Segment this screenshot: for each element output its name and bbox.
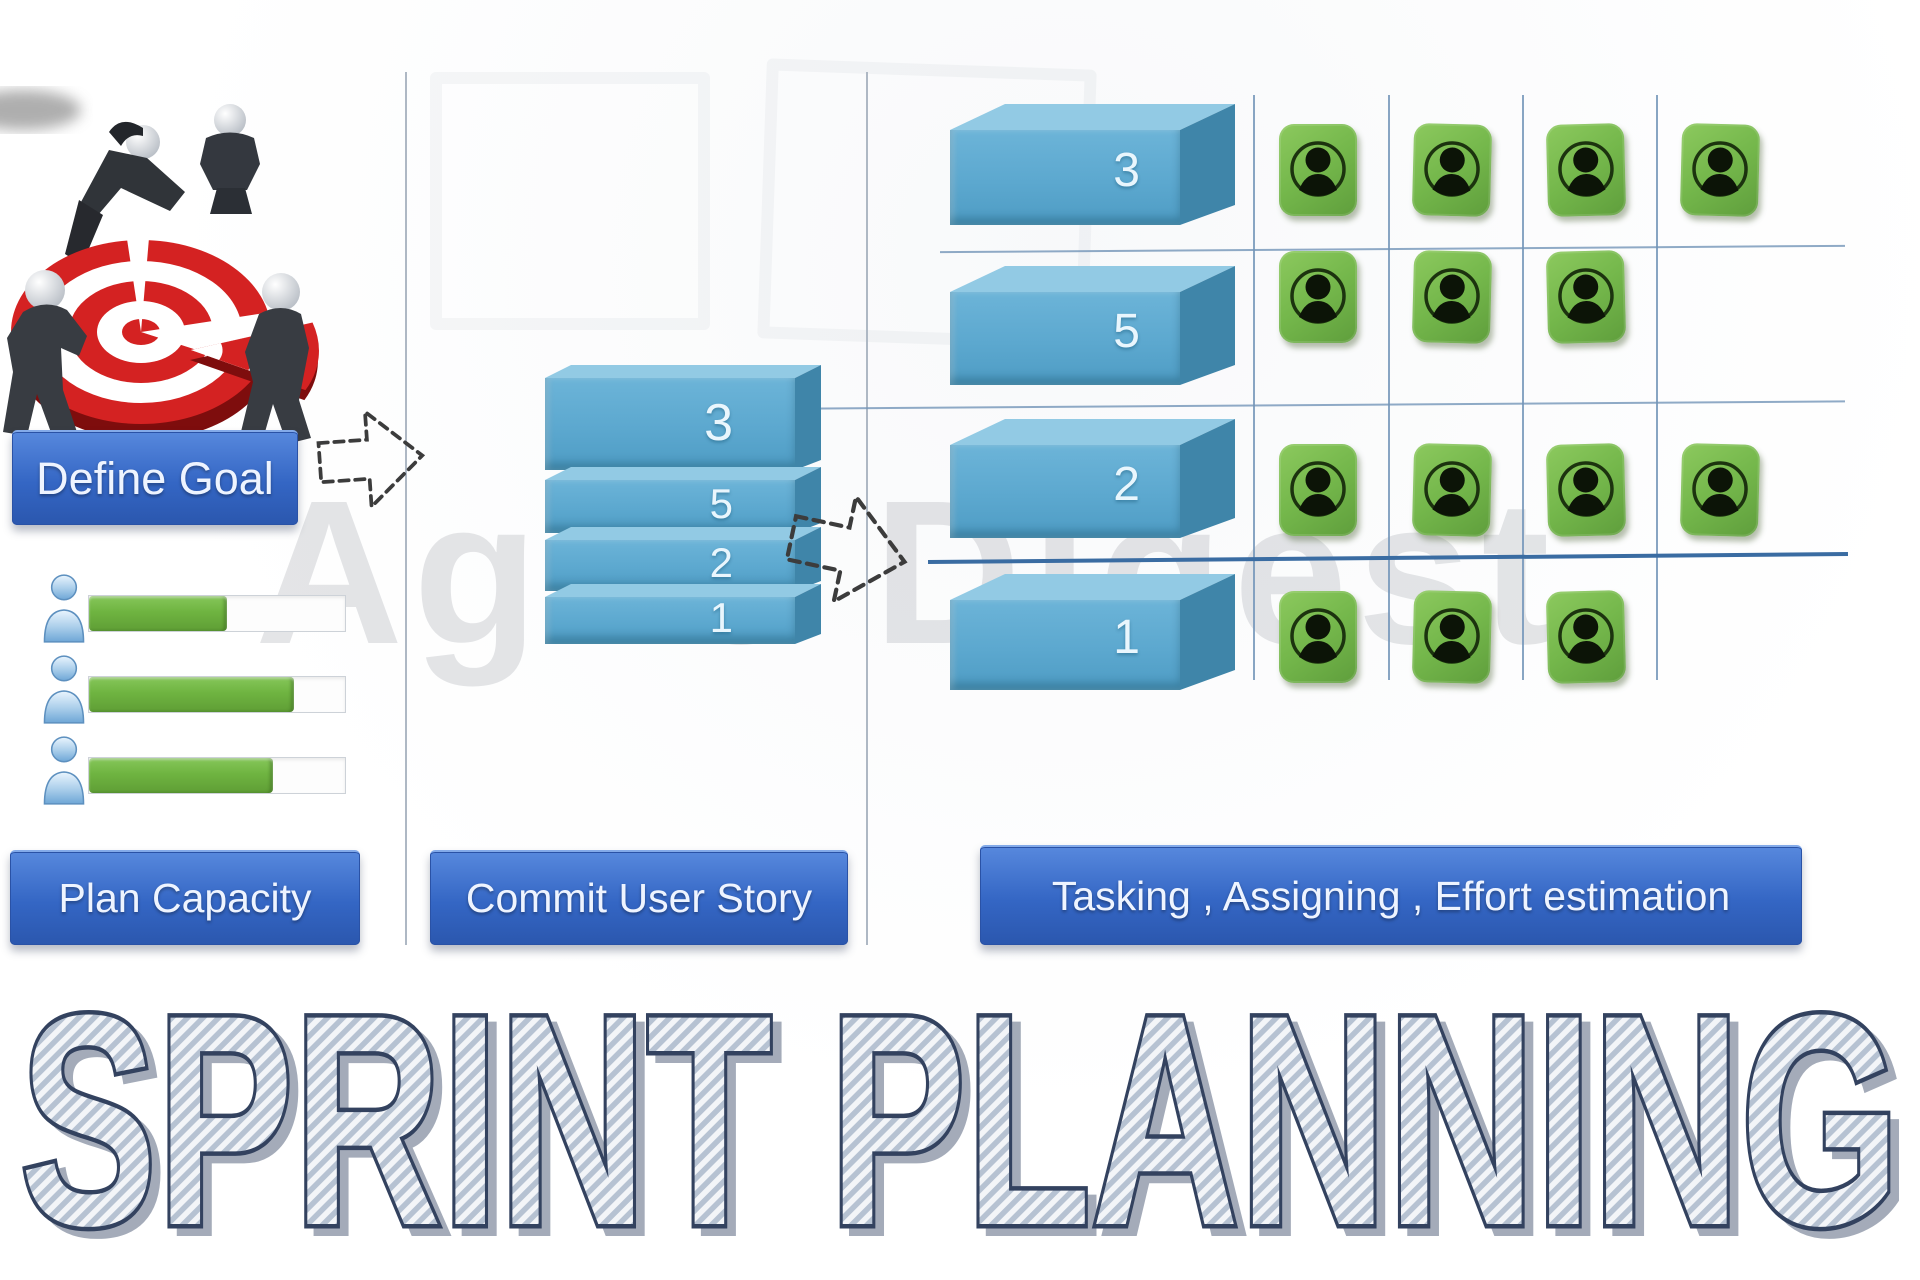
assignee-avatar-icon [1279, 251, 1357, 343]
story-box: 2 [545, 527, 821, 591]
flow-arrow-icon [316, 407, 426, 511]
define-goal-banner: Define Goal [12, 430, 298, 525]
svg-text:SPRINT PLANNING: SPRINT PLANNING [20, 968, 1900, 1280]
story-points: 5 [709, 479, 733, 527]
commit-user-story-banner: Commit User Story [430, 850, 848, 945]
commit-user-story-label: Commit User Story [465, 875, 813, 921]
capacity-bar-fill [89, 677, 294, 712]
story-box: 1 [950, 574, 1235, 690]
person-silhouette-icon [1546, 250, 1626, 344]
assignee-row [1279, 122, 1761, 218]
person-silhouette-icon [1546, 123, 1626, 217]
story-points: 5 [1113, 304, 1140, 358]
capacity-bar-track [88, 676, 346, 713]
assignee-avatar-icon [1411, 589, 1493, 685]
story-box: 5 [545, 467, 821, 533]
assignee-row [1279, 249, 1627, 345]
capacity-bar-track [88, 595, 346, 632]
person-silhouette-icon [1279, 591, 1357, 683]
tasking-label: Tasking , Assigning , Effort estimation [1051, 872, 1731, 919]
story-points: 2 [709, 538, 733, 586]
svg-text:SPRINT PLANNING: SPRINT PLANNING [29, 968, 1909, 1280]
capacity-bar-track [88, 757, 346, 794]
assignee-avatar-icon [1545, 249, 1627, 345]
story-points: 2 [1113, 457, 1140, 511]
section-divider [405, 72, 407, 945]
story-points: 1 [709, 593, 733, 641]
assignee-row [1279, 589, 1627, 685]
team-target-clipart [0, 90, 319, 446]
figure-back-right [200, 104, 260, 214]
assignee-avatar-icon [1411, 442, 1493, 538]
person-silhouette-icon [1680, 443, 1760, 537]
story-points: 3 [704, 393, 733, 452]
team-member-icon [40, 734, 88, 808]
page-title: SPRINT PLANNING SPRINT PLANNING [16, 968, 1914, 1280]
person-silhouette-icon [1680, 123, 1760, 217]
assignee-avatar-icon [1545, 122, 1627, 218]
flow-arrow-icon [784, 491, 908, 606]
person-silhouette-icon [1546, 590, 1626, 684]
person-silhouette-icon [1279, 124, 1357, 216]
target [11, 238, 276, 440]
person-silhouette-icon [1412, 123, 1492, 217]
story-box: 5 [950, 266, 1235, 385]
grid-column-line [1656, 95, 1658, 680]
person-silhouette-icon [1412, 250, 1492, 344]
grid-column-line [1522, 95, 1524, 680]
background-frame [430, 72, 710, 330]
story-box: 3 [950, 104, 1235, 225]
plan-capacity-banner: Plan Capacity [10, 850, 360, 945]
person-silhouette-icon [1546, 443, 1626, 537]
tasking-banner: Tasking , Assigning , Effort estimation [980, 845, 1802, 945]
assignee-avatar-icon [1411, 122, 1493, 218]
assignee-avatar-icon [1545, 589, 1627, 685]
assignee-avatar-icon [1679, 442, 1761, 538]
grid-column-line [1253, 95, 1255, 680]
person-silhouette-icon [1412, 443, 1492, 537]
person-silhouette-icon [1279, 444, 1357, 536]
story-box: 2 [950, 419, 1235, 538]
figure-front-right [239, 273, 311, 446]
story-points: 3 [1113, 143, 1140, 197]
section-divider [866, 72, 868, 945]
grid-row-line [808, 400, 1845, 410]
figure-top-left [65, 121, 185, 265]
capacity-bar-fill [89, 596, 228, 631]
assignee-row [1279, 442, 1761, 538]
assignee-avatar-icon [1679, 122, 1761, 218]
story-box: 1 [545, 584, 821, 644]
person-silhouette-icon [1279, 251, 1357, 343]
team-member-icon [40, 572, 88, 646]
assignee-avatar-icon [1279, 444, 1357, 536]
assignee-avatar-icon [1545, 442, 1627, 538]
grid-column-line [1388, 95, 1390, 680]
figure-front-left [3, 270, 87, 438]
assignee-avatar-icon [1279, 124, 1357, 216]
plan-capacity-label: Plan Capacity [58, 875, 312, 921]
story-box: 3 [545, 365, 821, 470]
capacity-bar-fill [89, 758, 274, 793]
person-silhouette-icon [1412, 590, 1492, 684]
assignee-avatar-icon [1411, 249, 1493, 345]
assignee-avatar-icon [1279, 591, 1357, 683]
team-member-icon [40, 653, 88, 727]
story-points: 1 [1113, 611, 1140, 664]
define-goal-label: Define Goal [36, 452, 274, 504]
